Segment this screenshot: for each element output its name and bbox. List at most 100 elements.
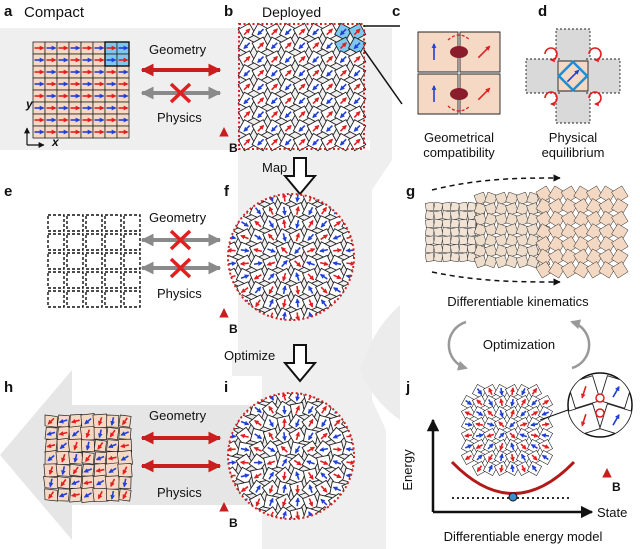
magnet-arrow (48, 466, 54, 476)
dotted-boundary-b (238, 23, 365, 150)
minimum-point (508, 492, 518, 502)
compact-grid (32, 41, 130, 139)
magnet-arrow (71, 430, 80, 437)
magnet-arrow (271, 55, 278, 63)
magnet-arrow (312, 138, 320, 146)
magnet-arrow (254, 220, 262, 228)
magnet-arrow (271, 28, 278, 36)
rotation-arc (447, 34, 471, 41)
magnet-arrow (240, 485, 249, 493)
magnet-arrow (488, 464, 493, 473)
magnet-arrow (110, 490, 115, 500)
magnet-arrow (308, 432, 314, 441)
dashed-cell (104, 290, 122, 308)
magnet-arrow (312, 28, 320, 36)
magnet-arrow (282, 233, 287, 242)
magnet-arrow (282, 510, 287, 519)
magnet-arrow (320, 485, 328, 493)
svg-text:B: B (229, 141, 238, 155)
magnet-arrow (320, 498, 328, 506)
magnet-arrow (284, 97, 292, 105)
kinematic-tile (494, 233, 509, 248)
panel-c: c Geometrical compatibility (392, 3, 501, 160)
kinematic-tile (441, 243, 452, 254)
magnet-arrow (509, 432, 516, 439)
magnet-arrow (253, 446, 262, 452)
magnet-arrow (271, 111, 278, 118)
state-axis-label: State (597, 505, 627, 520)
panel-e: e Geometry Physics (4, 183, 222, 308)
magnet-arrow (312, 83, 320, 91)
magnet-arrow (284, 83, 292, 91)
magnet-arrow (253, 472, 262, 479)
magnet-arrow (268, 497, 274, 507)
magnet-arrow (239, 433, 249, 439)
svg-text:B: B (612, 480, 621, 494)
magnet-arrow (60, 478, 67, 487)
magnet-arrow (312, 56, 320, 63)
magnet-arrow (284, 111, 292, 119)
kinematic-tile (458, 218, 469, 229)
caption-j: Differentiable energy model (444, 529, 603, 544)
magnet-arrow (339, 56, 347, 63)
magnet-arrow (320, 286, 328, 294)
magnet-arrow (120, 443, 130, 449)
magnet-arrow (519, 422, 528, 427)
magnet-arrow (353, 97, 361, 105)
magnet-arrow (531, 387, 538, 395)
magnet-arrow (281, 259, 288, 268)
magnet-arrow (295, 497, 301, 507)
unit-cell-highlight (104, 41, 130, 67)
neighbor-tile (585, 58, 621, 94)
kinematic-tile (450, 210, 460, 221)
magnet-arrow (281, 458, 288, 467)
magnet-arrow (312, 42, 320, 50)
kinematic-tile (424, 235, 435, 246)
magnet-arrow (96, 479, 105, 486)
magnet-arrow (243, 69, 251, 77)
kinematic-tile (484, 254, 498, 269)
magnet-arrow (530, 433, 539, 438)
magnet-arrow (228, 300, 236, 307)
x-mark-e-1 (169, 229, 192, 251)
detail-tile (417, 73, 459, 115)
kinematic-tile (494, 191, 509, 206)
magnet-arrow (465, 399, 473, 406)
magnet-arrow (298, 42, 306, 50)
magnet-arrow (541, 444, 550, 449)
hinge-joint (450, 88, 468, 100)
magnet-arrow (95, 455, 105, 461)
map-label: Map (262, 160, 287, 175)
magnet-arrow (541, 411, 550, 416)
dashed-cell (66, 290, 84, 308)
magnet-arrow (284, 124, 292, 132)
magnet-arrow (488, 387, 493, 396)
kinematic-tile (505, 202, 519, 216)
optimize-label: Optimize (224, 348, 275, 363)
magnet-arrow (326, 42, 333, 50)
magnet-arrow (464, 454, 472, 461)
magnet-arrow (521, 464, 526, 473)
magnet-arrow (320, 472, 328, 480)
magnet-arrow (253, 261, 263, 266)
kinematic-tile (515, 202, 530, 216)
kinematic-tile (505, 254, 519, 269)
magnet-arrow (530, 444, 538, 449)
magnet-arrow (284, 42, 292, 50)
kinematic-tile (515, 191, 530, 206)
kinematic-tile (458, 235, 469, 246)
dashed-cell (123, 233, 141, 251)
rotation-arc (447, 105, 471, 112)
magnet-arrow (268, 471, 274, 480)
kinematic-tile (515, 233, 530, 248)
magnet-arrow (353, 69, 361, 77)
magnet-arrow (58, 418, 68, 424)
kinematic-tile (484, 233, 498, 248)
magnet-arrow (312, 124, 320, 132)
torque-arc (544, 91, 558, 107)
magnet-arrow (339, 138, 347, 146)
magnet-arrow (353, 83, 361, 91)
magnet-arrow (295, 219, 300, 229)
magnet-arrow (266, 261, 276, 266)
magnet-arrow (295, 393, 300, 402)
